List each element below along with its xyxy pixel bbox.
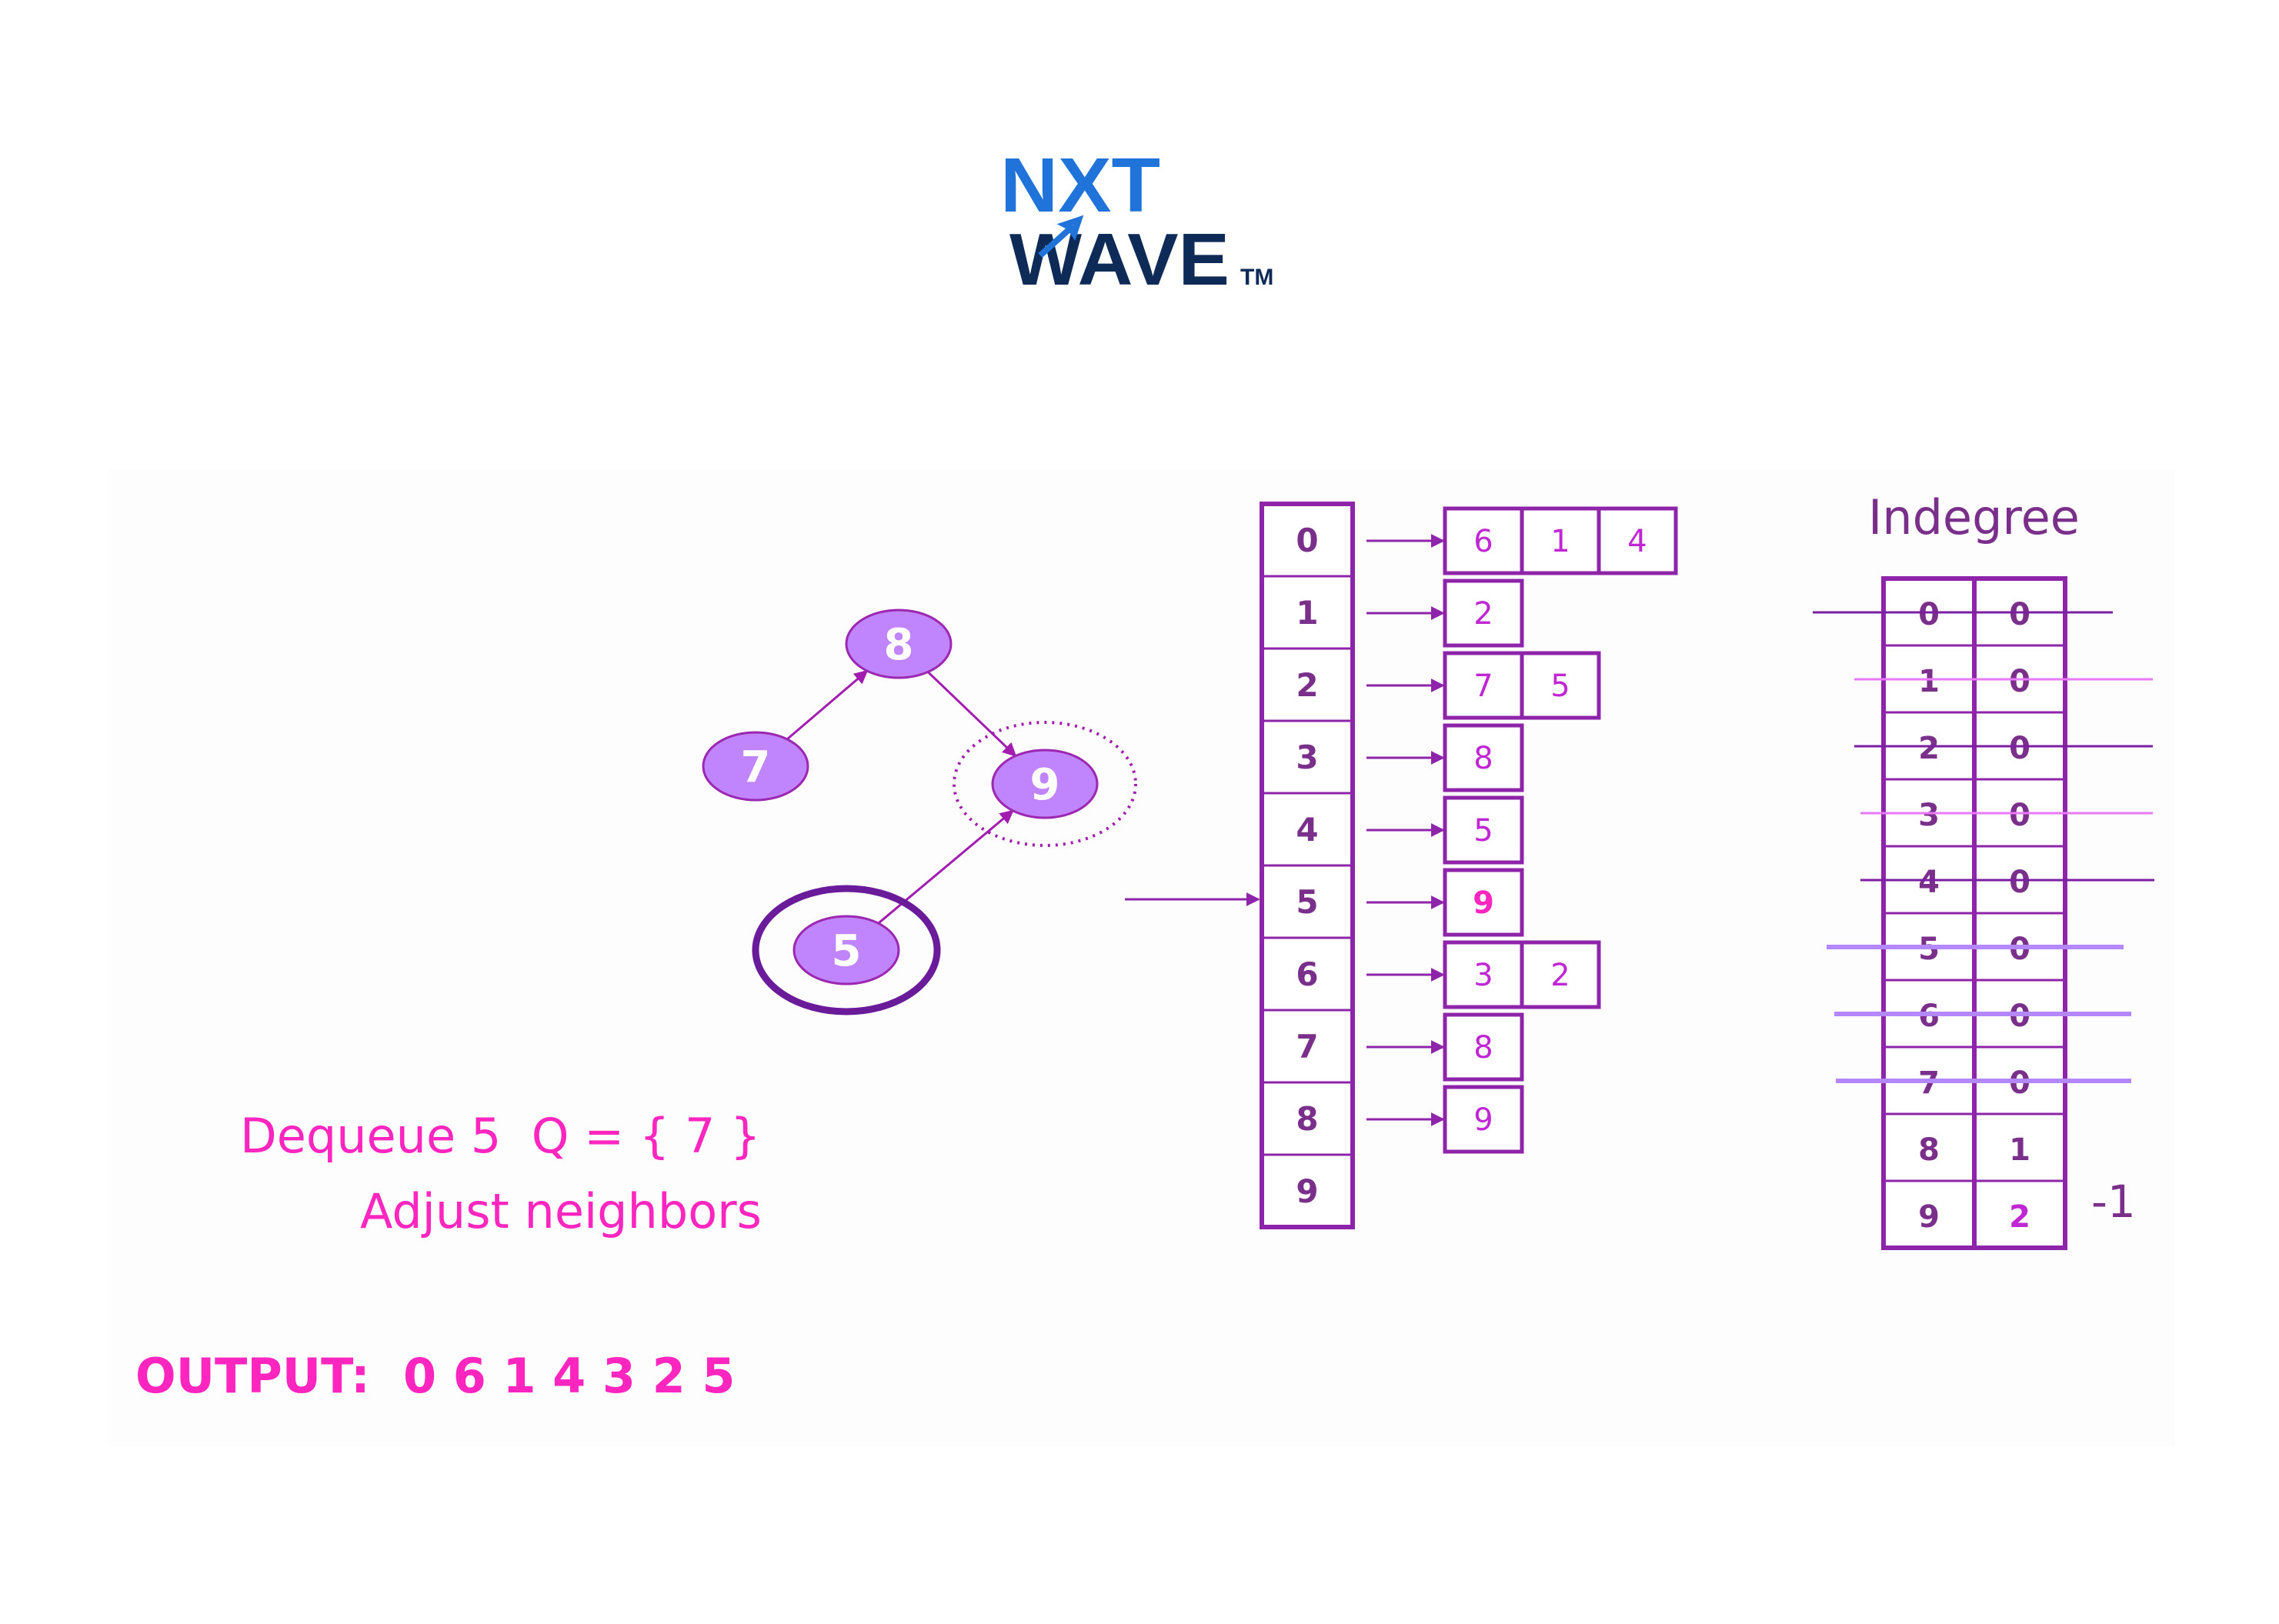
adjacency-list: 0 6 1 4 1 2 2 7 5 3 8 4 5 5 9 6 3 2 7 8 8 9 9 (1125, 502, 1678, 1229)
indegree-title: Indegree (1868, 489, 2080, 545)
indegree-vertex-8: 8 (1918, 1132, 1940, 1168)
adjacency-value-8-0: 9 (1473, 1102, 1493, 1138)
adjacency-value-2-1: 5 (1550, 669, 1570, 704)
logo-line2: WAVE (1009, 218, 1230, 301)
indegree-decrement-label: -1 (2091, 1175, 2136, 1228)
indegree-value-9: 2 (2009, 1199, 2030, 1235)
adjacency-value-3-0: 8 (1473, 741, 1493, 776)
adjacency-value-0-2: 4 (1627, 524, 1647, 559)
indegree-vertex-1: 1 (1918, 664, 1940, 699)
adjacency-index-5: 5 (1296, 883, 1318, 921)
adjacency-index-6: 6 (1296, 955, 1318, 993)
adjacency-cell-7-0 (1443, 1012, 1524, 1082)
adjacency-cell-0-2 (1597, 506, 1678, 575)
dequeue-caption: Dequeue 5 Q = { 7 } (240, 1108, 761, 1164)
adjacency-cell-6-1 (1520, 940, 1601, 1009)
adjacency-cell-4-0 (1443, 795, 1524, 865)
adjacency-index-9: 9 (1296, 1172, 1318, 1210)
indegree-vertex-0: 0 (1918, 597, 1940, 632)
graph-node-label-5: 5 (832, 926, 862, 976)
adjacency-value-1-0: 2 (1473, 596, 1493, 632)
indegree-table: 00102030405060708192 (1813, 576, 2154, 1250)
adjacency-value-6-1: 2 (1550, 958, 1570, 993)
graph-edge-7-8 (786, 669, 869, 741)
adjacency-cell-1-0 (1443, 579, 1524, 648)
indegree-vertex-9: 9 (1918, 1199, 1940, 1235)
node-9-dotted-ring (953, 721, 1137, 847)
adjacency-value-0-0: 6 (1473, 524, 1493, 559)
adjacency-value-2-0: 7 (1473, 669, 1493, 704)
nxtwave-logo: NXT WAVE TM (1000, 142, 1273, 301)
adjacency-index-8: 8 (1296, 1100, 1318, 1138)
adjacency-index-3: 3 (1296, 739, 1318, 776)
adjacency-index-1: 1 (1296, 594, 1318, 632)
adjacency-cell-6-0 (1443, 940, 1524, 1009)
adjacency-value-7-0: 8 (1473, 1030, 1493, 1065)
adjacency-index-4: 4 (1296, 811, 1318, 849)
adjacency-value-0-1: 1 (1550, 524, 1570, 559)
indegree-value-8: 1 (2009, 1132, 2030, 1168)
indegree-value-1: 0 (2009, 664, 2030, 699)
indegree-value-2: 0 (2009, 731, 2030, 766)
logo-tm: TM (1240, 265, 1273, 290)
indegree-value-3: 0 (2009, 798, 2030, 833)
adjacency-cell-2-1 (1520, 651, 1601, 720)
graph-node-label-7: 7 (741, 742, 771, 792)
adjacency-value-6-0: 3 (1473, 958, 1493, 993)
adjacency-index-7: 7 (1296, 1028, 1318, 1065)
adjacency-cell-0-0 (1443, 506, 1524, 575)
slide-background (108, 469, 2174, 1446)
graph-node-label-8: 8 (884, 620, 914, 670)
adjacency-cell-5-0 (1443, 868, 1524, 937)
indegree-value-0: 0 (2009, 597, 2030, 632)
graph-node-label-9: 9 (1030, 760, 1060, 810)
logo-arrow-icon (1038, 215, 1084, 258)
logo-line1: NXT (1000, 142, 1160, 228)
indegree-vertex-3: 3 (1918, 798, 1940, 833)
graph-edge-5-9 (877, 809, 1014, 925)
output-sequence: OUTPUT: 0 6 1 4 3 2 5 (135, 1348, 736, 1404)
adjust-neighbors-caption: Adjust neighbors (360, 1183, 762, 1239)
indegree-vertex-2: 2 (1918, 731, 1940, 766)
adjacency-index-0: 0 (1296, 522, 1318, 559)
graph-node-5 (792, 915, 900, 985)
graph-node-9 (991, 749, 1099, 819)
graph-node-8 (845, 609, 953, 679)
indegree-value-4: 0 (2009, 865, 2030, 900)
graph: 8 7 9 5 (702, 609, 1137, 1015)
graph-node-7 (702, 731, 809, 802)
node-5-dequeue-ring (752, 885, 941, 1015)
adjacency-value-4-0: 5 (1473, 813, 1493, 849)
adjacency-cell-3-0 (1443, 723, 1524, 792)
indegree-vertex-4: 4 (1918, 865, 1940, 900)
adjacency-cell-2-0 (1443, 651, 1524, 720)
adjacency-index-2: 2 (1296, 666, 1318, 704)
graph-edge-8-9 (927, 671, 1017, 757)
adjacency-cell-8-0 (1443, 1085, 1524, 1154)
adjacency-value-5-0: 9 (1473, 885, 1494, 921)
